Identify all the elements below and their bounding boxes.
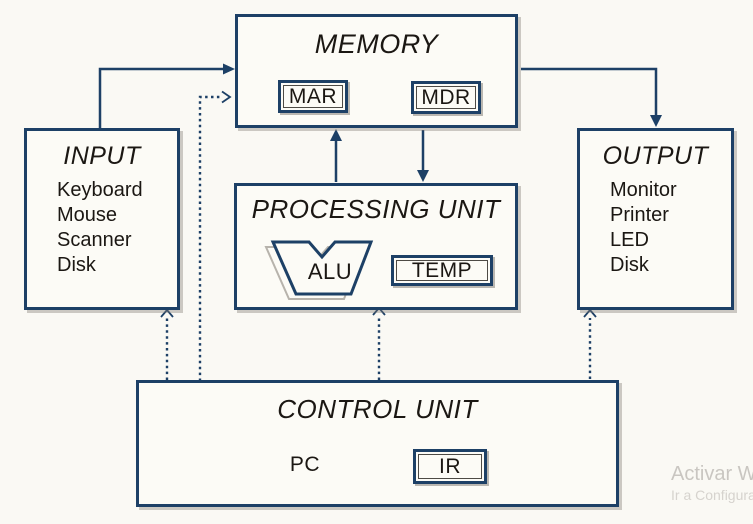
memory-title: MEMORY bbox=[314, 29, 439, 59]
output-title: OUTPUT bbox=[602, 142, 709, 170]
input-device-item: Mouse bbox=[57, 203, 118, 226]
arrow-control-to-memory-dotted bbox=[198, 90, 232, 381]
mdr-register: MDR bbox=[411, 81, 481, 114]
output-device-item: LED bbox=[610, 228, 649, 251]
arrow-control-to-processing-dotted bbox=[372, 306, 386, 380]
output-device-list: Monitor Printer LED Disk bbox=[580, 178, 731, 278]
output-device-item: Monitor bbox=[610, 178, 677, 201]
watermark-subtitle: Ir a Configura bbox=[671, 487, 753, 503]
arrow-memory-to-processing bbox=[417, 130, 429, 182]
input-box: INPUT Keyboard Mouse Scanner Disk bbox=[24, 128, 180, 310]
input-device-item: Keyboard bbox=[57, 178, 143, 201]
temp-register: TEMP bbox=[391, 255, 493, 286]
mar-label: MAR bbox=[283, 85, 343, 108]
arrow-input-to-memory bbox=[98, 63, 235, 129]
processing-unit-title: PROCESSING UNIT bbox=[251, 194, 501, 224]
arrow-control-to-output-dotted bbox=[583, 308, 597, 379]
alu-label: ALU bbox=[307, 259, 353, 284]
output-device-item: Disk bbox=[610, 253, 649, 276]
windows-activation-watermark: Activar W Ir a Configura bbox=[671, 461, 753, 503]
input-title: INPUT bbox=[63, 142, 141, 170]
processing-unit-box: PROCESSING UNIT bbox=[234, 183, 518, 310]
control-unit-box: CONTROL UNIT bbox=[136, 380, 619, 507]
arrow-control-to-input-dotted bbox=[160, 308, 174, 380]
arrow-memory-to-output bbox=[521, 67, 662, 127]
temp-label: TEMP bbox=[396, 259, 488, 282]
ir-register: IR bbox=[413, 449, 487, 484]
memory-box: MEMORY bbox=[235, 14, 518, 128]
control-unit-title: CONTROL UNIT bbox=[277, 394, 478, 424]
input-device-item: Disk bbox=[57, 253, 96, 276]
mdr-label: MDR bbox=[416, 86, 476, 109]
input-device-list: Keyboard Mouse Scanner Disk bbox=[27, 178, 177, 278]
pc-label: PC bbox=[289, 453, 321, 476]
output-device-item: Printer bbox=[610, 203, 669, 226]
mar-register: MAR bbox=[278, 80, 348, 113]
watermark-title: Activar W bbox=[671, 463, 753, 485]
input-device-item: Scanner bbox=[57, 228, 132, 251]
output-box: OUTPUT Monitor Printer LED Disk bbox=[577, 128, 734, 310]
ir-label: IR bbox=[418, 454, 482, 479]
arrow-processing-to-memory bbox=[330, 129, 342, 182]
